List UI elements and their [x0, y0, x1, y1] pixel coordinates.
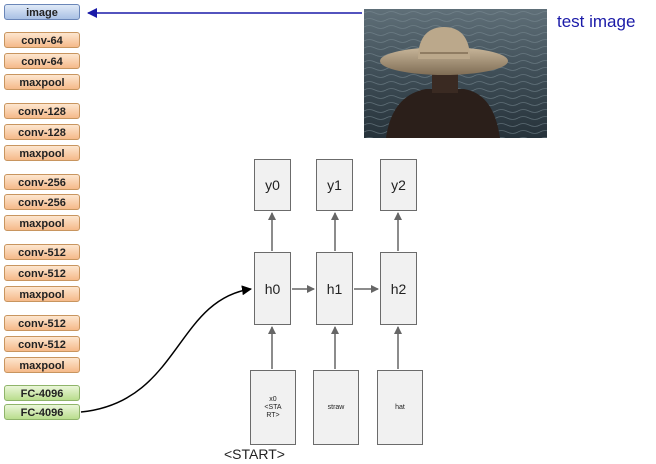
layer-conv-256-1: conv-256	[4, 174, 80, 190]
layer-maxpool-3: maxpool	[4, 215, 80, 231]
input-node-hat: hat	[377, 370, 423, 445]
layer-conv-512-3: conv-512	[4, 315, 80, 331]
layer-conv-512-2: conv-512	[4, 265, 80, 281]
output-node-y1: y1	[316, 159, 353, 211]
layer-fc-4096-2: FC-4096	[4, 404, 80, 420]
test-image-photo	[364, 9, 547, 138]
layer-conv-128-1: conv-128	[4, 103, 80, 119]
person-shoulders	[386, 89, 500, 138]
input-node-x0: x0 <STA RT>	[250, 370, 296, 445]
layer-conv-512-4: conv-512	[4, 336, 80, 352]
output-node-y2: y2	[380, 159, 417, 211]
layer-maxpool-1: maxpool	[4, 74, 80, 90]
layer-conv-128-2: conv-128	[4, 124, 80, 140]
layer-fc-4096-1: FC-4096	[4, 385, 80, 401]
hat-brim	[380, 47, 508, 75]
arrow-fc-to-h0	[80, 285, 252, 413]
output-node-y0: y0	[254, 159, 291, 211]
hidden-node-h0: h0	[254, 252, 291, 325]
layer-maxpool-2: maxpool	[4, 145, 80, 161]
layer-conv-512-1: conv-512	[4, 244, 80, 260]
hidden-node-h1: h1	[316, 252, 353, 325]
layer-conv-64-2: conv-64	[4, 53, 80, 69]
layer-conv-64-1: conv-64	[4, 32, 80, 48]
hidden-node-h2: h2	[380, 252, 417, 325]
hat-crown	[418, 27, 470, 59]
test-image-caption: test image	[557, 12, 636, 31]
photo-illustration	[364, 9, 547, 138]
layer-image: image	[4, 4, 80, 20]
layer-maxpool-5: maxpool	[4, 357, 80, 373]
start-token-label: <START>	[224, 446, 285, 462]
input-node-straw: straw	[313, 370, 359, 445]
layer-maxpool-4: maxpool	[4, 286, 80, 302]
layer-conv-256-2: conv-256	[4, 194, 80, 210]
